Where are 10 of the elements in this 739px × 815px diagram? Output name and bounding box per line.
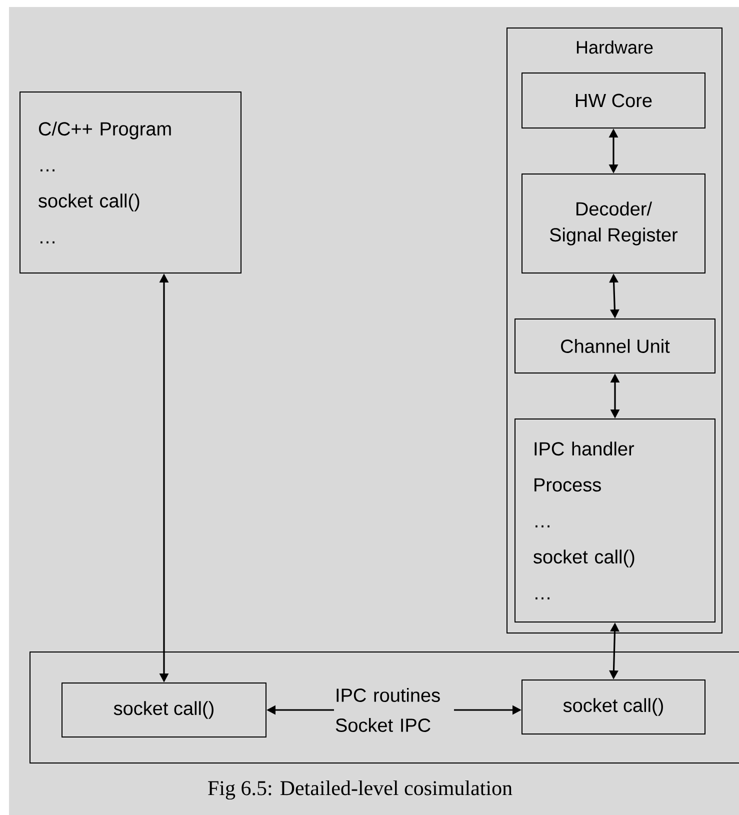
process-box: Decoder/ Signal Register <box>522 174 706 274</box>
caption: Fig 6.5: Detailed-level cosimulation <box>208 780 512 800</box>
program-box: C/C++ Program … socket call() … <box>20 92 242 274</box>
process-box: Channel Unit <box>514 318 716 374</box>
socket-box: socket call() <box>522 680 706 734</box>
band-box <box>30 652 739 764</box>
process-box: IPC handler Process … socket call() … <box>514 418 716 622</box>
edge-label: IPC routines Socket IPC <box>334 687 454 733</box>
socket-box: socket call() <box>62 682 266 738</box>
process-box: HW Core <box>522 72 706 128</box>
